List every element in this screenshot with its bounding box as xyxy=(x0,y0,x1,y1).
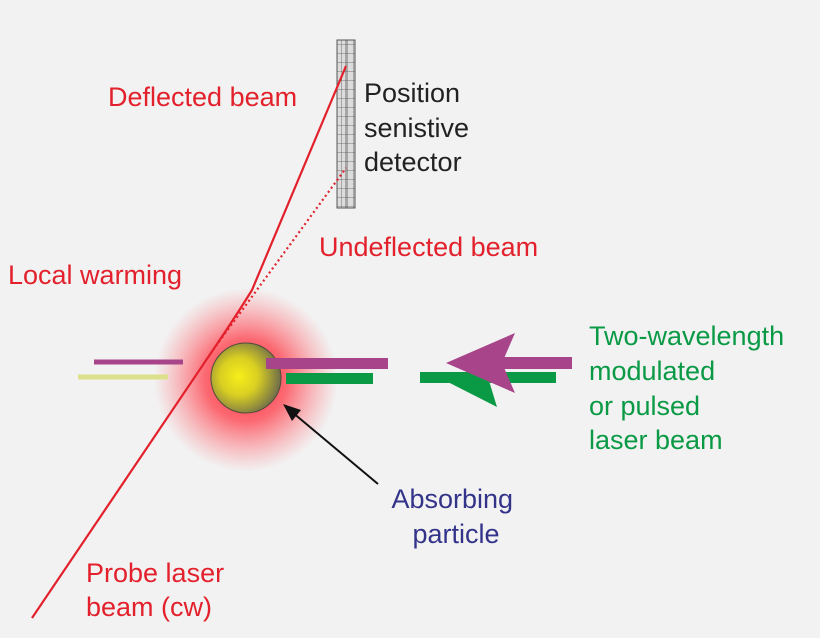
particle-pointer-line xyxy=(291,411,379,485)
particle-pointer-arrowhead xyxy=(283,404,301,421)
label-local-warming: Local warming xyxy=(8,260,182,290)
label-position-detector: Position senistive detector xyxy=(364,78,477,177)
magenta-beam-right xyxy=(490,357,572,369)
magenta-beam-center xyxy=(266,358,388,369)
absorbing-particle xyxy=(210,342,282,414)
label-absorbing-particle: Absorbing particle xyxy=(391,484,520,549)
label-undeflected-beam: Undeflected beam xyxy=(319,232,538,262)
label-probe-laser: Probe laser beam (cw) xyxy=(86,558,232,622)
green-beam-center xyxy=(286,373,373,384)
magenta-arrowhead xyxy=(446,333,515,393)
label-two-wavelength-laser: Two-wavelength modulated or pulsed laser… xyxy=(589,321,792,455)
green-arrowhead xyxy=(440,371,497,407)
label-deflected-beam: Deflected beam xyxy=(108,82,297,112)
